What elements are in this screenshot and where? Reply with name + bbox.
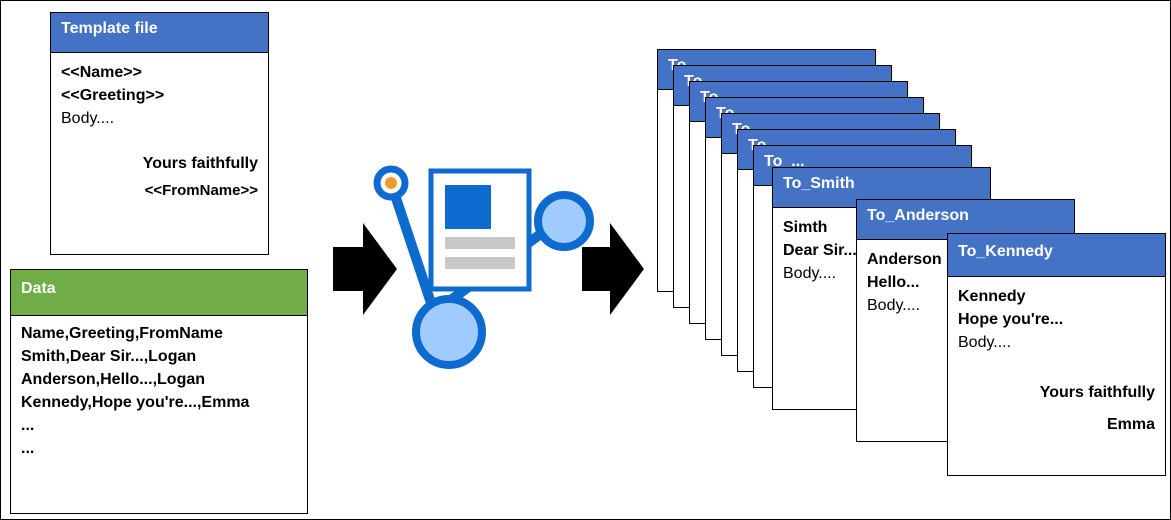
template-file-title: Template file bbox=[61, 20, 158, 37]
data-card: Data Name,Greeting,FromName Smith,Dear S… bbox=[10, 269, 308, 514]
data-title: Data bbox=[21, 280, 56, 297]
output-anderson-title: To_Anderson bbox=[867, 207, 969, 224]
output-smith-title: To_Smith bbox=[783, 175, 855, 192]
letter-body-text: Body.... bbox=[783, 265, 837, 282]
template-file-header: Template file bbox=[51, 13, 268, 53]
template-body-text: Body.... bbox=[61, 110, 115, 127]
output-card-title: To_... bbox=[764, 153, 805, 170]
recipient-greeting: Hello... bbox=[867, 274, 920, 291]
data-header: Data bbox=[11, 270, 307, 316]
right-arrow-icon bbox=[333, 223, 397, 315]
recipient-greeting: Dear Sir... bbox=[783, 242, 857, 259]
data-row: Anderson,Hello...,Logan bbox=[21, 371, 206, 388]
fromname-placeholder: <<FromName>> bbox=[144, 182, 258, 199]
mail-merge-logo-icon bbox=[373, 165, 594, 369]
output-kennedy-card: To_Kennedy Kennedy Hope you're... Body..… bbox=[947, 233, 1166, 476]
greeting-placeholder: <<Greeting>> bbox=[61, 87, 165, 104]
letter-body-text: Body.... bbox=[958, 334, 1012, 351]
recipient-name: Kennedy bbox=[958, 288, 1026, 305]
data-row: Smith,Dear Sir...,Logan bbox=[21, 348, 197, 365]
data-row: Kennedy,Hope you're...,Emma bbox=[21, 394, 250, 411]
output-kennedy-title: To_Kennedy bbox=[958, 243, 1053, 260]
template-closing: Yours faithfully bbox=[142, 155, 258, 172]
data-row: Name,Greeting,FromName bbox=[21, 325, 223, 342]
recipient-name: Anderson bbox=[867, 251, 942, 268]
recipient-name: Simth bbox=[783, 219, 828, 236]
name-placeholder: <<Name>> bbox=[61, 64, 142, 81]
data-row: ... bbox=[21, 417, 35, 434]
template-file-card: Template file <<Name>> <<Greeting>> Body… bbox=[50, 12, 269, 255]
sender-name: Emma bbox=[1106, 416, 1155, 433]
data-row: ... bbox=[21, 440, 35, 457]
right-arrow-icon bbox=[582, 223, 644, 315]
recipient-greeting: Hope you're... bbox=[958, 311, 1064, 328]
letter-body-text: Body.... bbox=[867, 297, 921, 314]
letter-closing: Yours faithfully bbox=[1039, 384, 1155, 401]
